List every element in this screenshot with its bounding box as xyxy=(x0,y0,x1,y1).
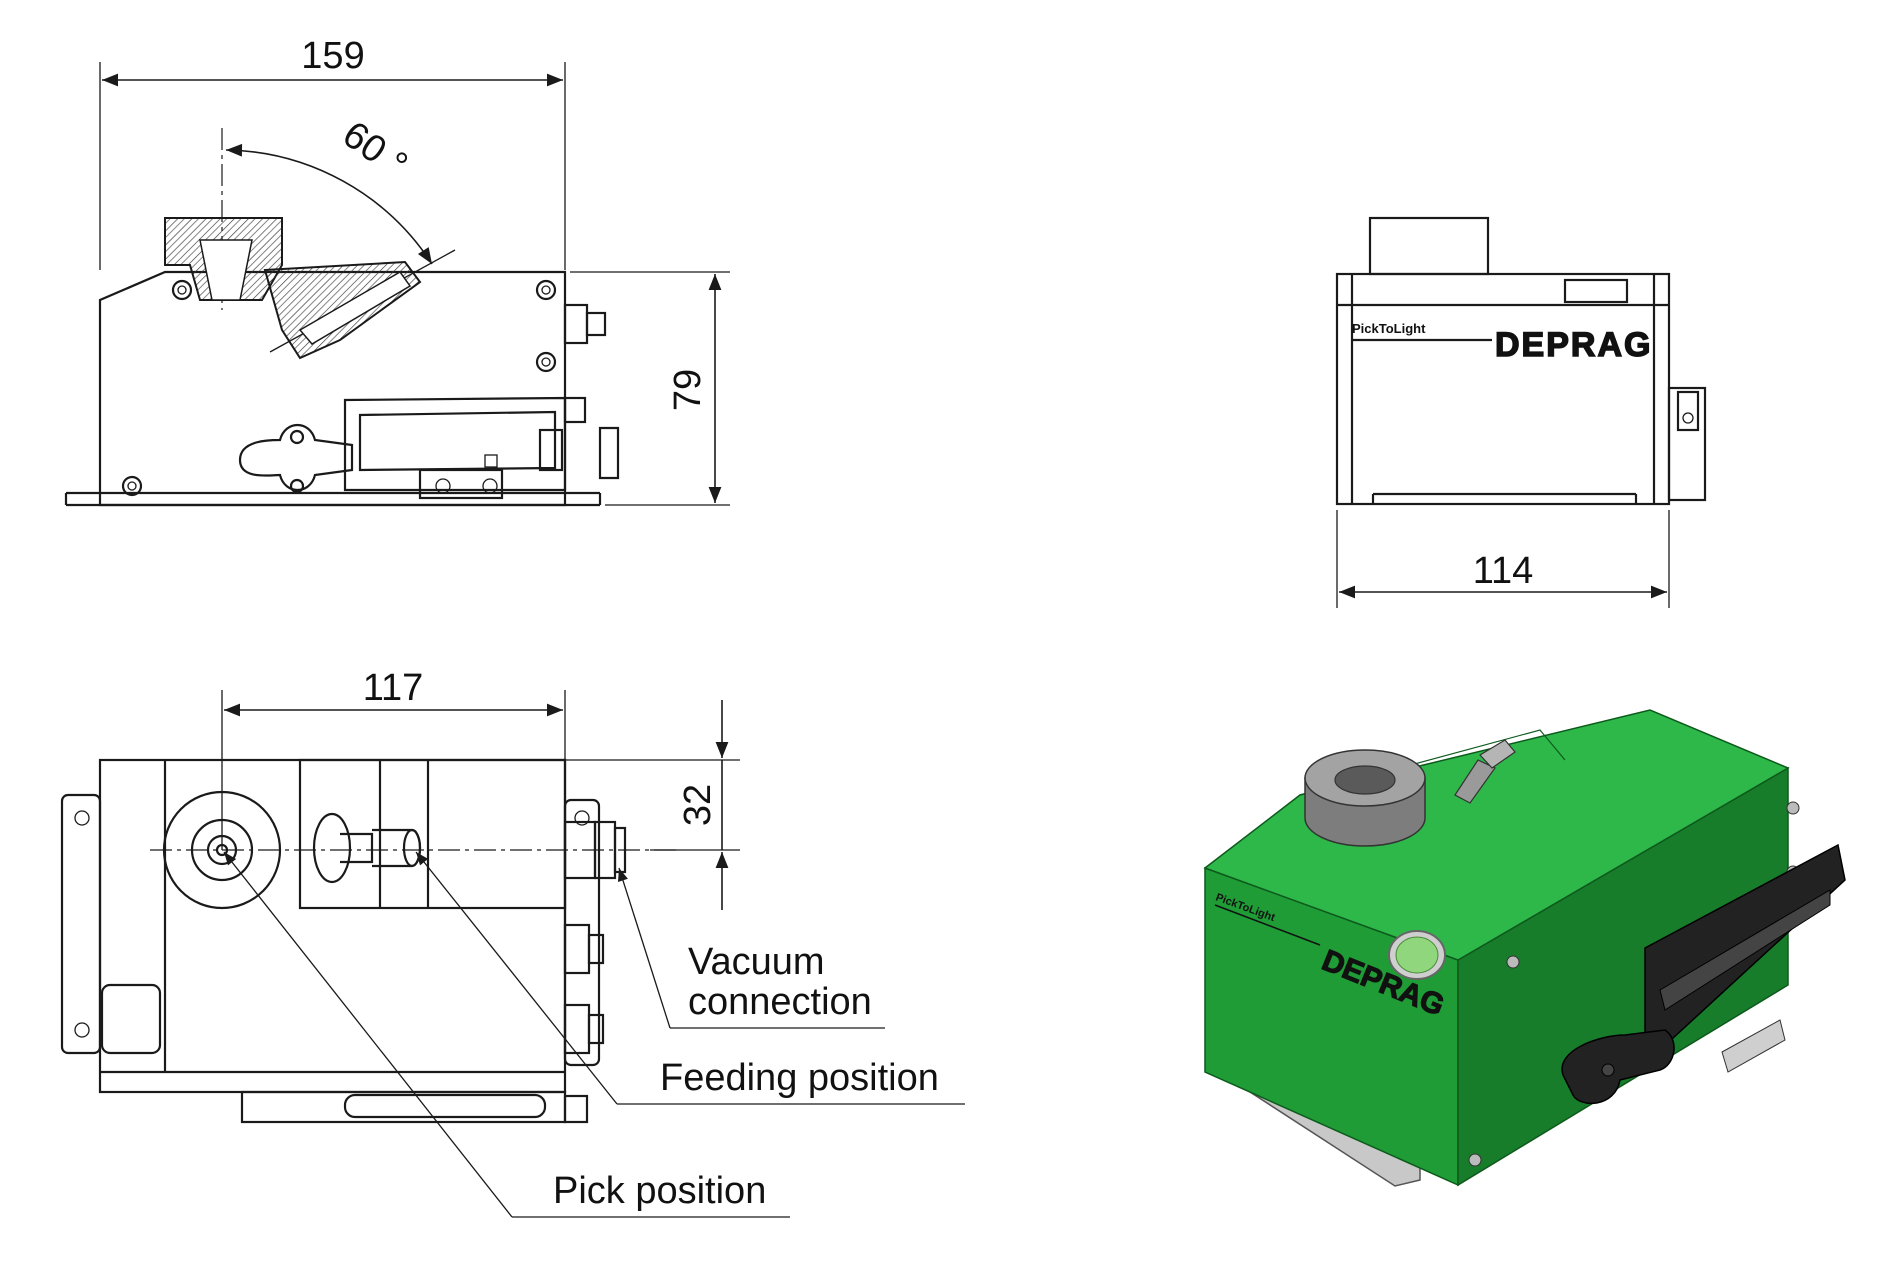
front-brand-logo: DEPRAG xyxy=(1495,326,1652,364)
front-brand-small: PickToLight xyxy=(1352,321,1426,336)
top-view: 117 xyxy=(60,667,965,1218)
pick-position-label: Pick position xyxy=(553,1170,766,1212)
front-view: PickToLight DEPRAG 114 xyxy=(1335,216,1707,608)
angle-dimension: 60 ° xyxy=(335,113,415,186)
side-view: 159 60 ° xyxy=(64,35,730,507)
offset-dimension: 117 xyxy=(363,667,424,709)
vacuum-connection-label-2: connection xyxy=(688,981,872,1023)
height-dimension: 79 xyxy=(667,369,709,411)
side-width-dimension: 159 xyxy=(301,35,364,77)
product-render: PickToLight DEPRAG xyxy=(1203,709,1846,1187)
front-width-dimension: 114 xyxy=(1473,550,1534,592)
feeding-position-label: Feeding position xyxy=(660,1057,939,1099)
handle-knob xyxy=(1561,1029,1675,1105)
vacuum-connection-label-1: Vacuum xyxy=(688,941,825,983)
depth-dimension: 32 xyxy=(677,784,719,826)
